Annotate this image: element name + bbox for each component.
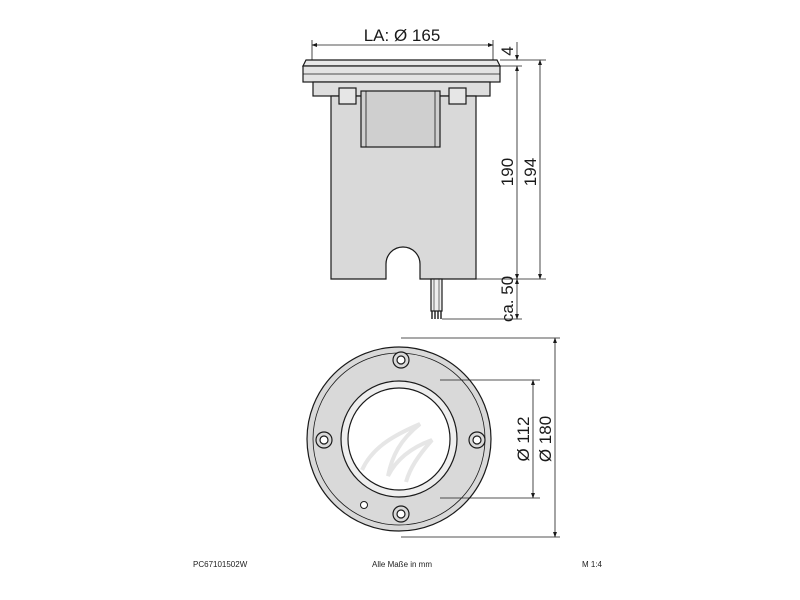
clip-left [338, 87, 357, 105]
glass-reflection [360, 422, 434, 483]
article-code: PC67101502W [193, 560, 248, 569]
screw-top [392, 351, 410, 369]
flange-rim [302, 59, 501, 67]
scale-label: M 1:4 [582, 560, 603, 569]
flange-label: 4 [498, 46, 517, 55]
units-note: Alle Maße in mm [372, 560, 433, 569]
width-label: LA: Ø 165 [364, 26, 441, 45]
outer-diameter-label: Ø 180 [536, 416, 555, 462]
cable-label: ca. 50 [498, 276, 517, 322]
body-height-label: 190 [498, 158, 517, 186]
glass [347, 387, 451, 491]
top-view [306, 346, 492, 532]
total-height-label: 194 [521, 158, 540, 186]
cable [430, 278, 443, 312]
glass-diameter-label: Ø 112 [514, 416, 533, 461]
screw-left [315, 431, 333, 449]
screw-right [468, 431, 486, 449]
inner-bracket [360, 90, 441, 148]
side-view [302, 59, 501, 319]
top-view-dimensions [401, 337, 560, 538]
small-vent [360, 501, 368, 509]
screw-bottom [392, 505, 410, 523]
clip-right [448, 87, 467, 105]
cable-wires [431, 311, 442, 319]
side-view-dimensions [311, 40, 546, 320]
